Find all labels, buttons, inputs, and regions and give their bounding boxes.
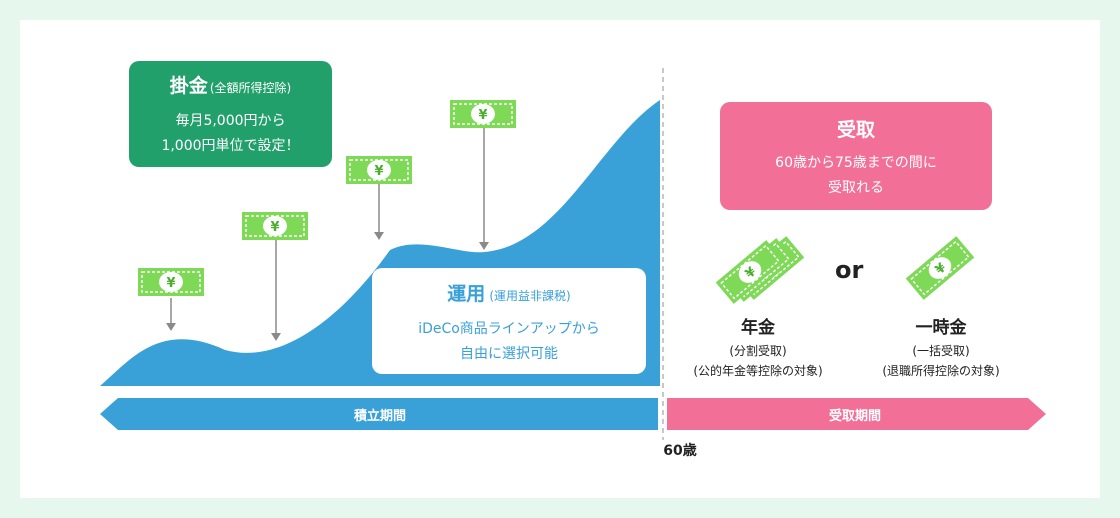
deposit-arrow — [166, 298, 176, 331]
deposit-arrow — [271, 228, 281, 341]
receipt-line-2: 受取れる — [828, 180, 884, 196]
lump-sum-sub-2: (退職所得控除の対象) — [882, 364, 1000, 378]
or-label: or — [835, 256, 864, 284]
lump-sum-title: 一時金 — [915, 318, 967, 338]
yen-bill-icon — [449, 99, 517, 129]
deposit-arrow — [374, 184, 384, 240]
pension-sub-2: (公的年金等控除の対象) — [693, 364, 823, 378]
yen-bill-icon — [904, 235, 976, 301]
age-60-label: 60歳 — [663, 443, 697, 459]
yen-bill-icon — [137, 267, 205, 297]
receipt-period-label: 受取期間 — [828, 409, 881, 424]
investment-line-1: iDeCo商品ラインアップから — [418, 321, 600, 337]
receipt-title: 受取 — [836, 119, 875, 141]
diagram-card: ¥ — [20, 20, 1100, 498]
lump-sum-option: 一時金 (一括受取) (退職所得控除の対象) — [858, 313, 1024, 379]
contribution-line-1: 毎月5,000円から — [175, 113, 286, 129]
accumulation-band — [100, 398, 658, 430]
receipt-box: 受取 60歳から75歳までの間に 受取れる — [720, 102, 992, 210]
investment-box: 運用(運用益非課税) iDeCo商品ラインアップから 自由に選択可能 — [372, 268, 646, 374]
accumulation-period-label: 積立期間 — [353, 409, 406, 424]
contribution-line-2: 1,000円単位で設定！ — [161, 138, 300, 154]
investment-title: 運用 — [447, 283, 486, 305]
deposit-arrow — [479, 128, 489, 250]
investment-line-2: 自由に選択可能 — [460, 346, 558, 362]
contribution-box: 掛金(全額所得控除) 毎月5,000円から 1,000円単位で設定！ — [129, 61, 332, 167]
yen-bill-icon — [241, 211, 309, 241]
investment-title-note: (運用益非課税) — [489, 289, 571, 303]
lump-sum-sub-1: (一括受取) — [912, 344, 970, 358]
pension-title: 年金 — [741, 318, 775, 338]
receipt-line-1: 60歳から75歳までの間に — [775, 155, 937, 171]
receipt-band — [667, 398, 1046, 430]
contribution-title: 掛金 — [169, 75, 208, 97]
pension-sub-1: (分割受取) — [729, 344, 787, 358]
contribution-title-row: 掛金(全額所得控除) — [129, 71, 332, 98]
yen-bill-stack-icon — [714, 235, 806, 305]
yen-bill-icon — [345, 155, 413, 185]
pension-option: 年金 (分割受取) (公的年金等控除の対象) — [670, 313, 846, 379]
contribution-title-note: (全額所得控除) — [209, 81, 292, 95]
investment-title-row: 運用(運用益非課税) — [372, 279, 646, 306]
